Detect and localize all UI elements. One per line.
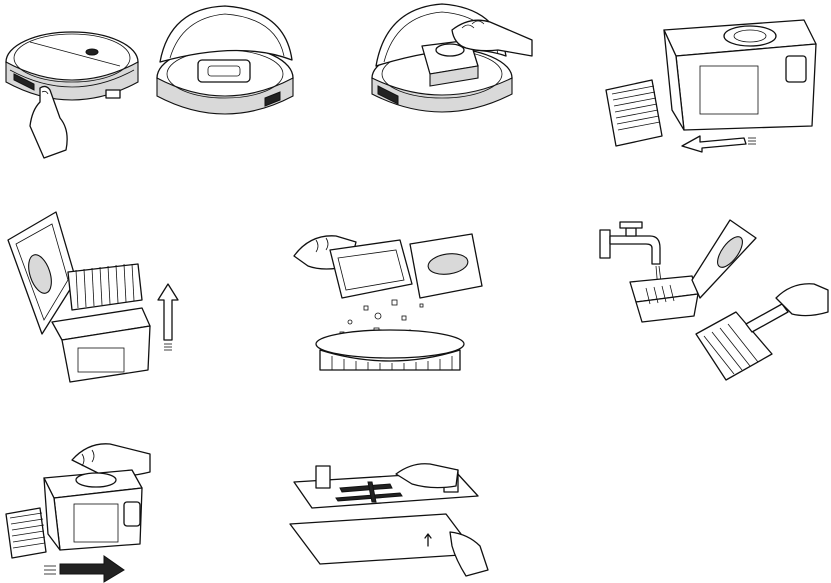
panel-replace-mop-cloth (280, 450, 500, 583)
panel-empty-dust-bin (280, 220, 500, 380)
robot-vacuum-lid-open-icon (0, 0, 300, 160)
panel-lift-dust-bin (360, 0, 540, 160)
empty-bin-icon (280, 220, 500, 380)
filter-removal-icon (600, 0, 831, 160)
panel-lift-filter-from-bin (0, 200, 190, 400)
dust-bin-removal-icon (360, 0, 540, 160)
panel-remove-filter (600, 0, 831, 160)
insert-filter-icon (0, 430, 190, 583)
panel-reinsert-filter (0, 430, 190, 583)
mop-cloth-icon (280, 450, 500, 583)
panel-open-robot-lid (0, 0, 300, 160)
filter-lift-icon (0, 200, 190, 400)
rinse-bin-icon (596, 208, 831, 398)
panel-rinse-bin-and-brush-filter (596, 208, 831, 398)
